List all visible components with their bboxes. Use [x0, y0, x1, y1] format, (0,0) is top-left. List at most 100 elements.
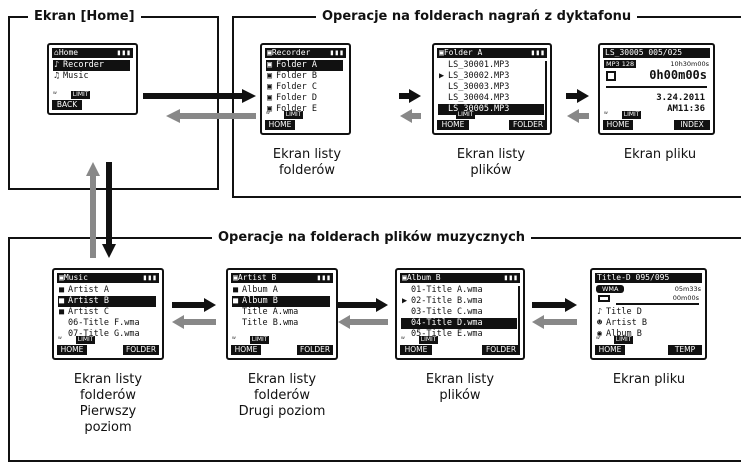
- arrow-recorder-to-home: [166, 109, 256, 123]
- file-item[interactable]: ▶LS_30002.MP3: [439, 71, 510, 81]
- folder-icon: ■: [233, 285, 239, 295]
- rec-file-format-row: MP3 128 10h30m00s: [604, 60, 709, 68]
- track-item[interactable]: Title B.wma: [242, 318, 299, 328]
- folder-button[interactable]: FOLDER: [482, 345, 520, 355]
- arrow-album-to-artist: [338, 315, 388, 329]
- track-item[interactable]: ▶02-Title B.wma: [402, 296, 483, 306]
- rec-file-date: 3.24.2011: [656, 93, 705, 103]
- arrow-artist-to-music: [172, 315, 216, 329]
- file-item[interactable]: LS_30003.MP3: [448, 82, 510, 92]
- folder-icon: ▣: [233, 273, 238, 282]
- folder-item[interactable]: ▣Folder C: [267, 82, 317, 92]
- folder-item[interactable]: ▣Folder A: [266, 60, 343, 71]
- home-button[interactable]: HOME: [231, 345, 261, 355]
- index-button[interactable]: INDEX: [674, 120, 710, 130]
- track-item[interactable]: 05-Title E.wma: [411, 329, 483, 339]
- caption-recorder-files: Ekran listy plików: [456, 147, 526, 178]
- album-item[interactable]: ■Album B: [232, 296, 330, 307]
- home-item-recorder[interactable]: ♪Recorder: [53, 60, 130, 71]
- track-title-line: ♪Title D: [597, 307, 642, 317]
- home-button[interactable]: HOME: [603, 120, 633, 130]
- music-note-icon: ♪: [597, 307, 603, 317]
- mus-file-elapsed: 00m00s: [672, 294, 699, 302]
- folder-button[interactable]: FOLDER: [123, 345, 159, 355]
- home-screen-title: Home: [58, 48, 79, 57]
- file-item[interactable]: LS_30005.MP3: [438, 104, 544, 115]
- album-b-title-bar: ▣Album B ▮▮▮: [400, 273, 520, 283]
- album-item[interactable]: ■Album A: [233, 285, 278, 295]
- recorder-file-list-screen: ▣Folder A ▮▮▮ LS_30001.MP3 ▶LS_30002.MP3…: [432, 43, 552, 135]
- caption-music-folders-level2: Ekran listy folderów Drugi poziom: [238, 372, 326, 419]
- rec-file-title-bar: LS_30005 005/025: [603, 48, 710, 58]
- home-item-music[interactable]: ♫Music: [54, 71, 89, 81]
- file-item[interactable]: LS_30004.MP3: [448, 93, 510, 103]
- artist-item[interactable]: ■Artist A: [59, 285, 109, 295]
- track-album-line: ◉Album B: [597, 329, 642, 339]
- battery-icon: ▮▮▮: [316, 273, 331, 282]
- file-item[interactable]: LS_30001.MP3: [448, 60, 510, 70]
- folder-icon: ▣: [402, 273, 407, 282]
- scrollbar[interactable]: [545, 61, 547, 121]
- folder-icon: ■: [59, 296, 65, 306]
- mic-icon: ♪: [54, 60, 60, 70]
- arrow-music-to-home: [86, 162, 100, 258]
- home-button[interactable]: HOME: [595, 345, 625, 355]
- arrow-music-to-artist: [172, 298, 216, 312]
- folder-button[interactable]: FOLDER: [297, 345, 333, 355]
- temp-button[interactable]: TEMP: [668, 345, 702, 355]
- arrow-home-to-music: [102, 162, 116, 258]
- progress-bar: [616, 303, 699, 305]
- folder-item[interactable]: ▣Folder B: [267, 71, 317, 81]
- music-ops-title: Operacje na folderach plików muzycznych: [212, 229, 532, 247]
- scrollbar[interactable]: [518, 286, 520, 346]
- folder-button[interactable]: FOLDER: [509, 120, 547, 130]
- artist-item[interactable]: ■Artist B: [58, 296, 156, 307]
- home-button[interactable]: HOME: [57, 345, 87, 355]
- battery-icon: ▮▮▮: [329, 48, 344, 57]
- track-item[interactable]: 07-Title G.wma: [68, 329, 140, 339]
- folder-item[interactable]: ▣Folder E: [267, 104, 317, 114]
- battery-icon: ▮▮▮: [116, 48, 131, 57]
- folder-item[interactable]: ▣Folder D: [267, 93, 317, 103]
- folder-icon: ▣: [439, 48, 444, 57]
- arrow-recorder-to-filelist: [399, 89, 421, 103]
- home-button[interactable]: HOME: [265, 120, 295, 130]
- track-item[interactable]: 01-Title A.wma: [411, 285, 483, 295]
- progress-bar: [606, 86, 707, 88]
- folder-icon: ▣: [267, 93, 273, 103]
- track-item[interactable]: 06-Title F.wma: [68, 318, 140, 328]
- navigation-arrows: [86, 89, 589, 329]
- home-title-bar: ⌂Home ▮▮▮: [52, 48, 133, 58]
- track-item[interactable]: 04-Title D.wma: [401, 318, 517, 329]
- battery-icon: ▮▮▮: [142, 273, 157, 282]
- rec-file-elapsed: 0h00m00s: [649, 68, 707, 82]
- arrow-file-to-filelist: [567, 109, 589, 123]
- home-button[interactable]: HOME: [400, 345, 432, 355]
- caption-music-file: Ekran pliku: [612, 372, 686, 387]
- folder-icon: ■: [233, 296, 239, 306]
- track-item[interactable]: 03-Title C.wma: [411, 307, 483, 317]
- arrow-home-to-recorder: [143, 89, 256, 103]
- artist-item[interactable]: ■Artist C: [59, 307, 109, 317]
- arrow-filelist-to-file: [566, 89, 589, 103]
- home-button[interactable]: HOME: [437, 120, 469, 130]
- recorder-title-bar: ▣Recorder ▮▮▮: [265, 48, 346, 58]
- arrow-artist-to-album: [338, 298, 388, 312]
- rec-file-clock: AM11:36: [667, 104, 705, 114]
- track-item[interactable]: Title A.wma: [242, 307, 299, 317]
- back-button[interactable]: BACK: [52, 100, 82, 110]
- recorder-file-screen: LS_30005 005/025 MP3 128 10h30m00s 0h00m…: [598, 43, 715, 135]
- recorder-ops-title: Operacje na folderach nagrań z dyktafonu: [316, 8, 638, 26]
- play-icon: ▶: [439, 71, 445, 81]
- stop-icon: [598, 295, 610, 302]
- folder-icon: ▣: [267, 104, 273, 114]
- music-icon: ▣: [59, 273, 64, 282]
- caption-music-folders-level1: Ekran listy folderów Pierwszy poziom: [73, 372, 143, 435]
- music-ops-frame: Operacje na folderach plików muzycznych: [8, 229, 741, 462]
